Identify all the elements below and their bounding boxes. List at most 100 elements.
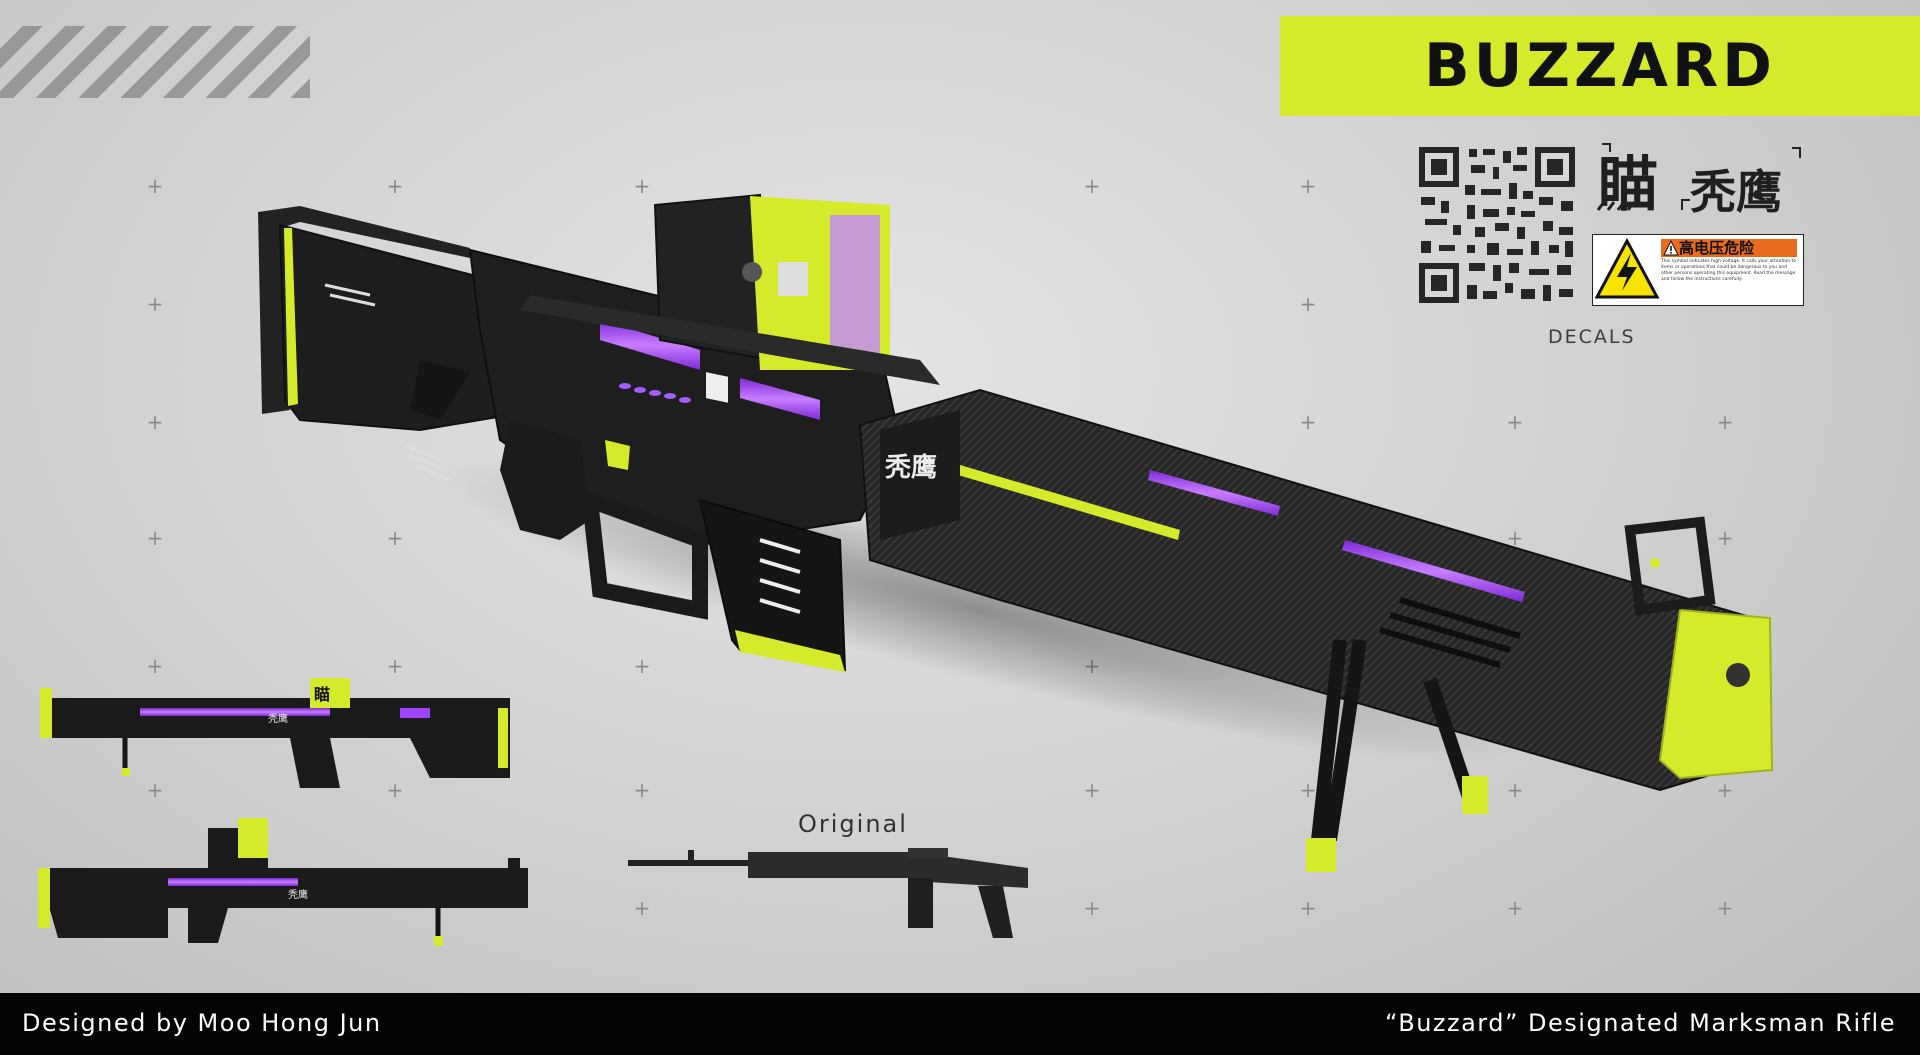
footer-bar: Designed by Moo Hong Jun “Buzzard” Desig… <box>0 993 1920 1055</box>
magazine-chevrons <box>759 538 801 614</box>
decal-bird-glyph: 秃鹰 <box>1690 165 1782 219</box>
handguard-glow-2 <box>1342 540 1525 602</box>
trigger-guard <box>580 488 708 620</box>
decal-frame-marks <box>1596 143 1801 211</box>
stock-lower-stripes <box>404 443 451 482</box>
receiver-glow-right <box>740 378 820 420</box>
plus-icon: + <box>1299 410 1317 434</box>
side-view-left-body <box>40 698 510 738</box>
plus-icon: + <box>633 654 651 678</box>
original-front-sight <box>688 850 694 862</box>
side-view-left-optic <box>310 678 350 708</box>
plus-icon: + <box>1716 526 1734 550</box>
side-view-left: 瞄 秃鹰 <box>40 678 510 788</box>
decals-panel: 瞄 秃鹰 高电压危险 This symbol indicates high vo… <box>1412 140 1812 355</box>
upper-rail <box>520 295 940 385</box>
plus-icon: + <box>1506 778 1524 802</box>
plus-icon: + <box>1506 896 1524 920</box>
side-view-left-glyph-2: 秃鹰 <box>268 712 288 725</box>
stock-cutout <box>410 360 470 420</box>
plus-icon: + <box>386 654 404 678</box>
muzzle-bore <box>1726 663 1750 687</box>
plus-icon: + <box>386 174 404 198</box>
plus-icon: + <box>146 174 164 198</box>
original-magazine <box>908 878 933 928</box>
pistol-grip <box>500 420 590 540</box>
bipod-foot-left <box>1306 838 1336 872</box>
page-title: BUZZARD <box>1424 31 1776 101</box>
side-view-right-optic-accent <box>238 818 268 858</box>
side-view-right-glow <box>168 878 298 886</box>
side-view-right-magazine <box>188 908 228 943</box>
hazard-stripes <box>0 26 310 98</box>
original-grip <box>978 886 1013 938</box>
title-banner: BUZZARD <box>1280 16 1920 116</box>
front-sight <box>1624 516 1716 616</box>
side-view-right-bipod-foot <box>434 936 443 946</box>
stock-accent <box>284 228 298 406</box>
side-view-right-sight <box>508 858 520 878</box>
side-view-left-bipod-foot <box>122 768 130 776</box>
original-barrel <box>628 860 758 866</box>
front-sight-dot <box>1650 558 1660 568</box>
receiver-qr-decal <box>706 372 728 403</box>
side-view-left-stock <box>410 728 510 778</box>
plus-icon: + <box>1299 778 1317 802</box>
plus-icon: + <box>1716 896 1734 920</box>
receiver-glow-left <box>600 320 700 370</box>
optic-qr-decal <box>778 262 808 296</box>
plus-icon: + <box>146 654 164 678</box>
plus-icon: + <box>1299 174 1317 198</box>
bipod-foot-right <box>1462 776 1488 814</box>
plus-icon: + <box>1083 174 1101 198</box>
original-rifle-illustration <box>628 848 1028 938</box>
side-view-left-muzzle <box>40 688 52 738</box>
warning-body: This symbol indicates high voltage. It c… <box>1661 259 1797 282</box>
bipod-leg-left <box>1311 638 1367 842</box>
plus-icon: + <box>633 174 651 198</box>
side-view-left-glow <box>140 708 330 716</box>
original-rear-sight <box>908 848 948 858</box>
side-view-left-buttpad <box>498 708 508 768</box>
plus-icon: + <box>1299 896 1317 920</box>
handguard-vents <box>1379 597 1521 668</box>
decals-label: DECALS <box>1548 326 1636 348</box>
high-voltage-icon <box>1595 237 1659 299</box>
plus-icon: + <box>146 778 164 802</box>
plus-icon: + <box>146 292 164 316</box>
weapon-subtitle: “Buzzard” Designated Marksman Rifle <box>1385 1009 1896 1037</box>
stock-vent-stripes <box>324 283 376 307</box>
side-view-right-stock <box>38 868 168 938</box>
plus-icon: + <box>1716 410 1734 434</box>
receiver-led-dots <box>619 383 691 403</box>
side-view-left-grip <box>290 738 340 788</box>
plus-icon: + <box>146 526 164 550</box>
designer-credit: Designed by Moo Hong Jun <box>22 1009 382 1037</box>
plus-icon: + <box>1083 896 1101 920</box>
optic-lens <box>830 215 880 355</box>
plus-icon: + <box>1083 778 1101 802</box>
magazine-base-accent <box>735 630 845 672</box>
plus-icon: + <box>386 778 404 802</box>
plus-icon: + <box>633 778 651 802</box>
original-label: Original <box>798 810 908 838</box>
optic-knob <box>742 262 762 282</box>
qr-code-icon <box>1419 147 1575 303</box>
warning-triangle-icon <box>1663 240 1679 256</box>
muzzle-brake <box>1658 608 1774 780</box>
plus-icon: + <box>146 410 164 434</box>
side-view-right: 秃鹰 <box>38 818 528 946</box>
plus-icon: + <box>1299 292 1317 316</box>
handguard-side-panel <box>880 410 960 540</box>
plus-icon: + <box>386 526 404 550</box>
side-view-right-buttpad <box>38 868 50 928</box>
original-handguard <box>748 852 928 878</box>
handguard-accent-line <box>958 465 1180 540</box>
warning-title: 高电压危险 <box>1661 239 1797 257</box>
original-receiver <box>928 854 1028 888</box>
high-voltage-warning-label: 高电压危险 This symbol indicates high voltage… <box>1592 234 1804 306</box>
trigger-accent <box>605 440 630 470</box>
side-view-left-glyph: 瞄 <box>314 685 330 704</box>
plus-icon: + <box>1506 526 1524 550</box>
